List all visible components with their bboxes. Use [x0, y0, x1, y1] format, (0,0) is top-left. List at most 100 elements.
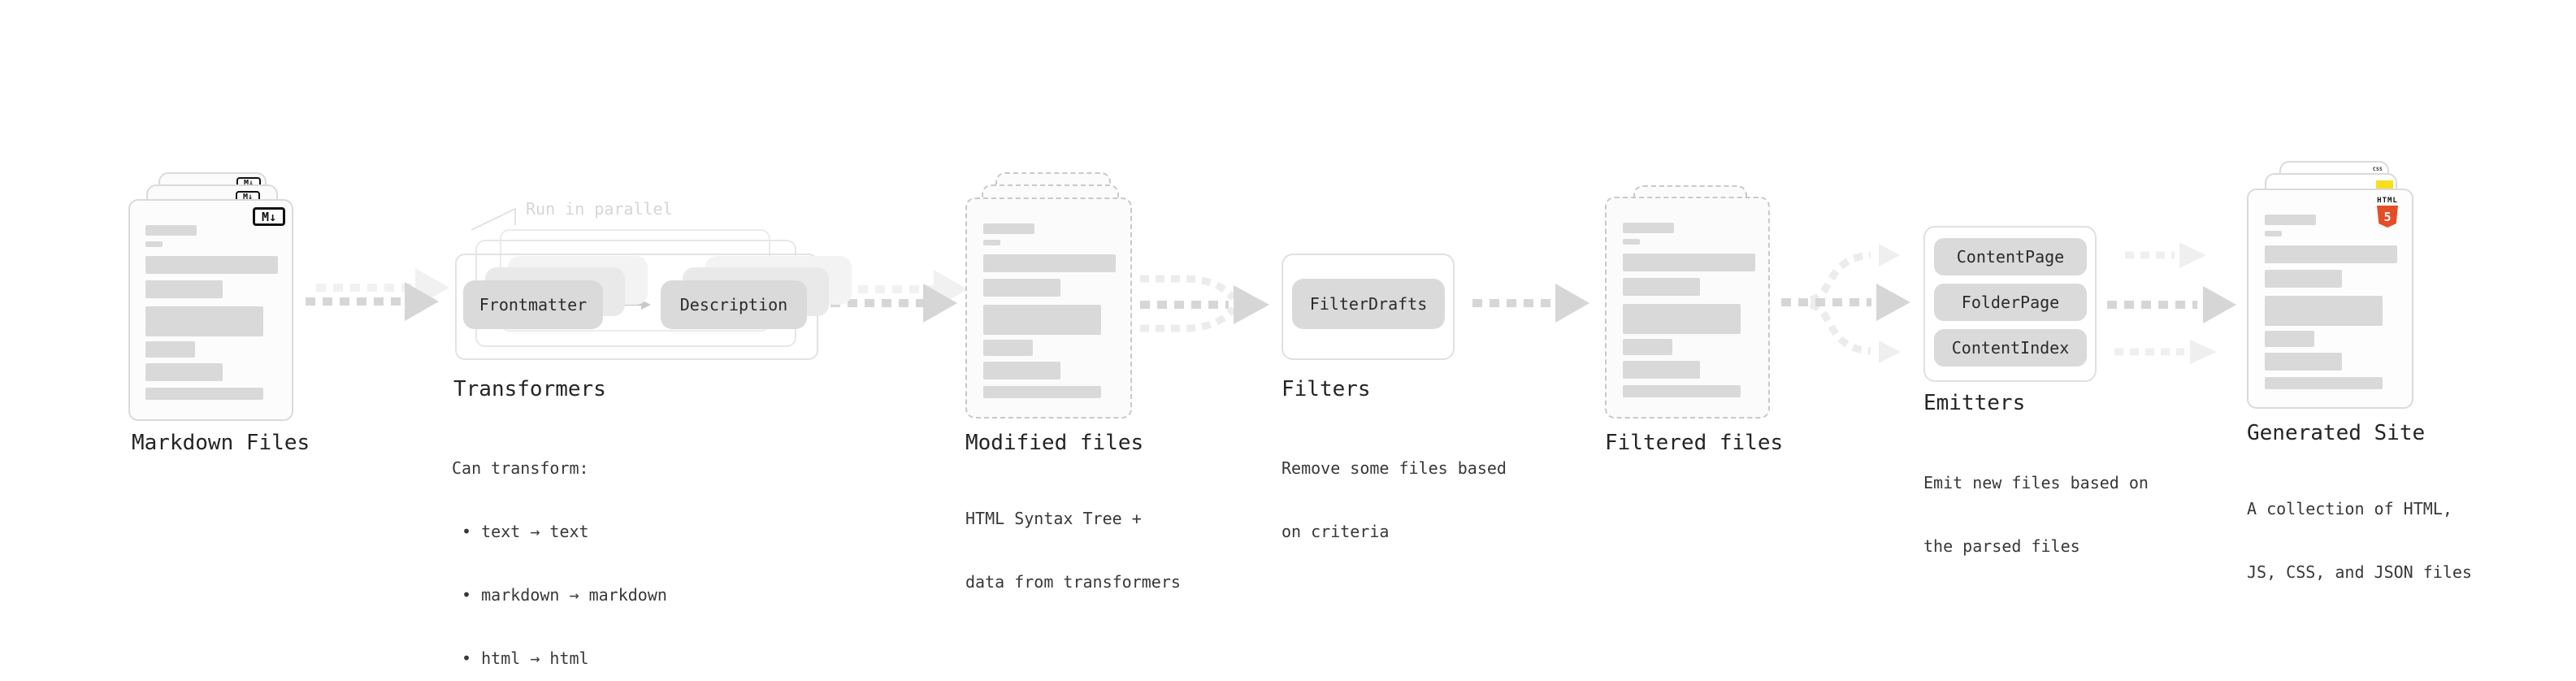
text-line-placeholder [983, 223, 1034, 234]
text-line-placeholder [1623, 304, 1741, 334]
stage-title-filtered-files: Filtered files [1605, 431, 1784, 455]
description-line: Emit new files based on [1923, 473, 2149, 492]
run-in-parallel-leader-line [471, 207, 516, 231]
description-line: the parsed files [1923, 536, 2080, 556]
text-line-placeholder [145, 363, 223, 381]
description-line: A collection of HTML, [2247, 499, 2452, 518]
description-line: on criteria [1281, 522, 1390, 541]
text-line-placeholder [2265, 245, 2397, 263]
js-icon [2376, 180, 2393, 189]
css-icon-label: CSS [2372, 167, 2383, 172]
frontmatter-pill-label: Frontmatter [479, 295, 588, 314]
text-line-placeholder [145, 388, 263, 400]
filterdrafts-pill: FilterDrafts [1292, 279, 1445, 329]
stage-title-transformers: Transformers [453, 377, 606, 401]
text-line-placeholder [2265, 231, 2282, 236]
text-line-placeholder [2265, 353, 2342, 371]
text-line-placeholder [983, 279, 1060, 297]
markdown-icon-label: M↓ [261, 209, 277, 224]
contentindex-pill: ContentIndex [1934, 329, 2087, 367]
description-pill-label: Description [679, 295, 788, 314]
frontmatter-pill: Frontmatter [463, 280, 603, 329]
stage-title-modified-files: Modified files [965, 431, 1144, 455]
generated-site-description: A collection of HTML, JS, CSS, and JSON … [2247, 456, 2472, 625]
description-line: HTML Syntax Tree + [965, 509, 1142, 528]
text-line-placeholder [2265, 377, 2383, 389]
text-line-placeholder [2265, 296, 2383, 326]
file-text-placeholder-lines [130, 201, 292, 419]
text-line-placeholder [2265, 331, 2314, 347]
text-line-placeholder [145, 256, 278, 274]
text-line-placeholder [983, 362, 1060, 380]
text-line-placeholder [1623, 239, 1640, 245]
arrow-transformers-to-modified [830, 270, 968, 323]
contentpage-pill: ContentPage [1934, 238, 2087, 275]
description-line: Can transform: [452, 458, 589, 478]
filters-group: FilterDrafts [1281, 254, 1460, 363]
emitters-description: Emit new files based on the parsed files [1923, 430, 2149, 599]
text-line-placeholder [1623, 361, 1700, 379]
contentpage-pill-label: ContentPage [1956, 247, 2065, 267]
filters-description: Remove some files based on criteria [1281, 415, 1507, 584]
description-line: • text → text [452, 522, 589, 541]
run-in-parallel-annotation: Run in parallel [526, 199, 673, 219]
arrow-modified-to-filters [1140, 275, 1269, 332]
description-line: data from transformers [965, 572, 1181, 592]
text-line-placeholder [1623, 339, 1672, 355]
stage-title-emitters: Emitters [1923, 391, 2026, 415]
html5-number: 5 [2383, 209, 2392, 224]
arrow-emitters-to-generated [2107, 242, 2236, 364]
modified-file-card-front [965, 197, 1132, 419]
emitters-box [1923, 226, 2097, 382]
description-line: • html → html [452, 648, 589, 668]
generated-site-stack: CSS HTML 5 [2247, 161, 2422, 413]
text-line-placeholder [1623, 385, 1741, 397]
contentindex-pill-label: ContentIndex [1951, 338, 2070, 358]
markdown-icon-label: M↓ [242, 193, 254, 202]
description-line: • markdown → markdown [452, 585, 667, 605]
filters-box [1281, 254, 1455, 360]
text-line-placeholder [1623, 254, 1755, 271]
arrow-filters-to-filtered [1472, 284, 1589, 323]
modified-files-stack [965, 172, 1164, 424]
filtered-files-stack [1605, 185, 1776, 421]
filterdrafts-pill-label: FilterDrafts [1309, 294, 1428, 314]
markdown-icon: M↓ [253, 207, 285, 226]
html5-shield: 5 [2377, 206, 2398, 228]
folderpage-pill-label: FolderPage [1961, 293, 2060, 312]
html-file-card: HTML 5 [2247, 189, 2413, 409]
transformers-description: Can transform: • text → text • markdown … [452, 415, 667, 681]
markdown-files-stack: M↓ M↓ M↓ [128, 172, 327, 424]
text-line-placeholder [145, 280, 223, 298]
description-pill: Description [661, 280, 807, 329]
text-line-placeholder [983, 305, 1101, 335]
stage-title-filters: Filters [1281, 377, 1371, 401]
text-line-placeholder [145, 306, 263, 336]
description-line: Remove some files based [1281, 458, 1507, 478]
text-line-placeholder [983, 254, 1116, 272]
transformers-group: Frontmatter Description [455, 219, 852, 366]
text-line-placeholder [1623, 278, 1700, 296]
markdown-file-card-front: M↓ [128, 199, 293, 421]
text-line-placeholder [983, 386, 1101, 398]
arrow-filtered-to-emitters [1781, 244, 1910, 363]
folderpage-pill: FolderPage [1934, 284, 2087, 321]
file-text-placeholder-lines [1607, 198, 1768, 417]
text-line-placeholder [2265, 270, 2342, 288]
file-text-placeholder-lines [2249, 190, 2412, 407]
html5-icon: HTML 5 [2371, 197, 2404, 228]
text-line-placeholder [983, 240, 1000, 245]
emitters-group: ContentPage FolderPage ContentIndex [1923, 226, 2102, 385]
text-line-placeholder [2265, 215, 2316, 225]
text-line-placeholder [145, 341, 195, 358]
text-line-placeholder [983, 340, 1033, 356]
markdown-icon-label: M↓ [243, 179, 254, 188]
arrow-markdown-to-transformers [306, 268, 449, 321]
stage-title-markdown-files: Markdown Files [132, 431, 310, 455]
html5-icon-word: HTML [2377, 197, 2398, 205]
filtered-file-card-front [1605, 197, 1770, 419]
description-line: JS, CSS, and JSON files [2247, 562, 2472, 582]
modified-files-description: HTML Syntax Tree + data from transformer… [965, 466, 1181, 635]
file-text-placeholder-lines [967, 199, 1130, 417]
